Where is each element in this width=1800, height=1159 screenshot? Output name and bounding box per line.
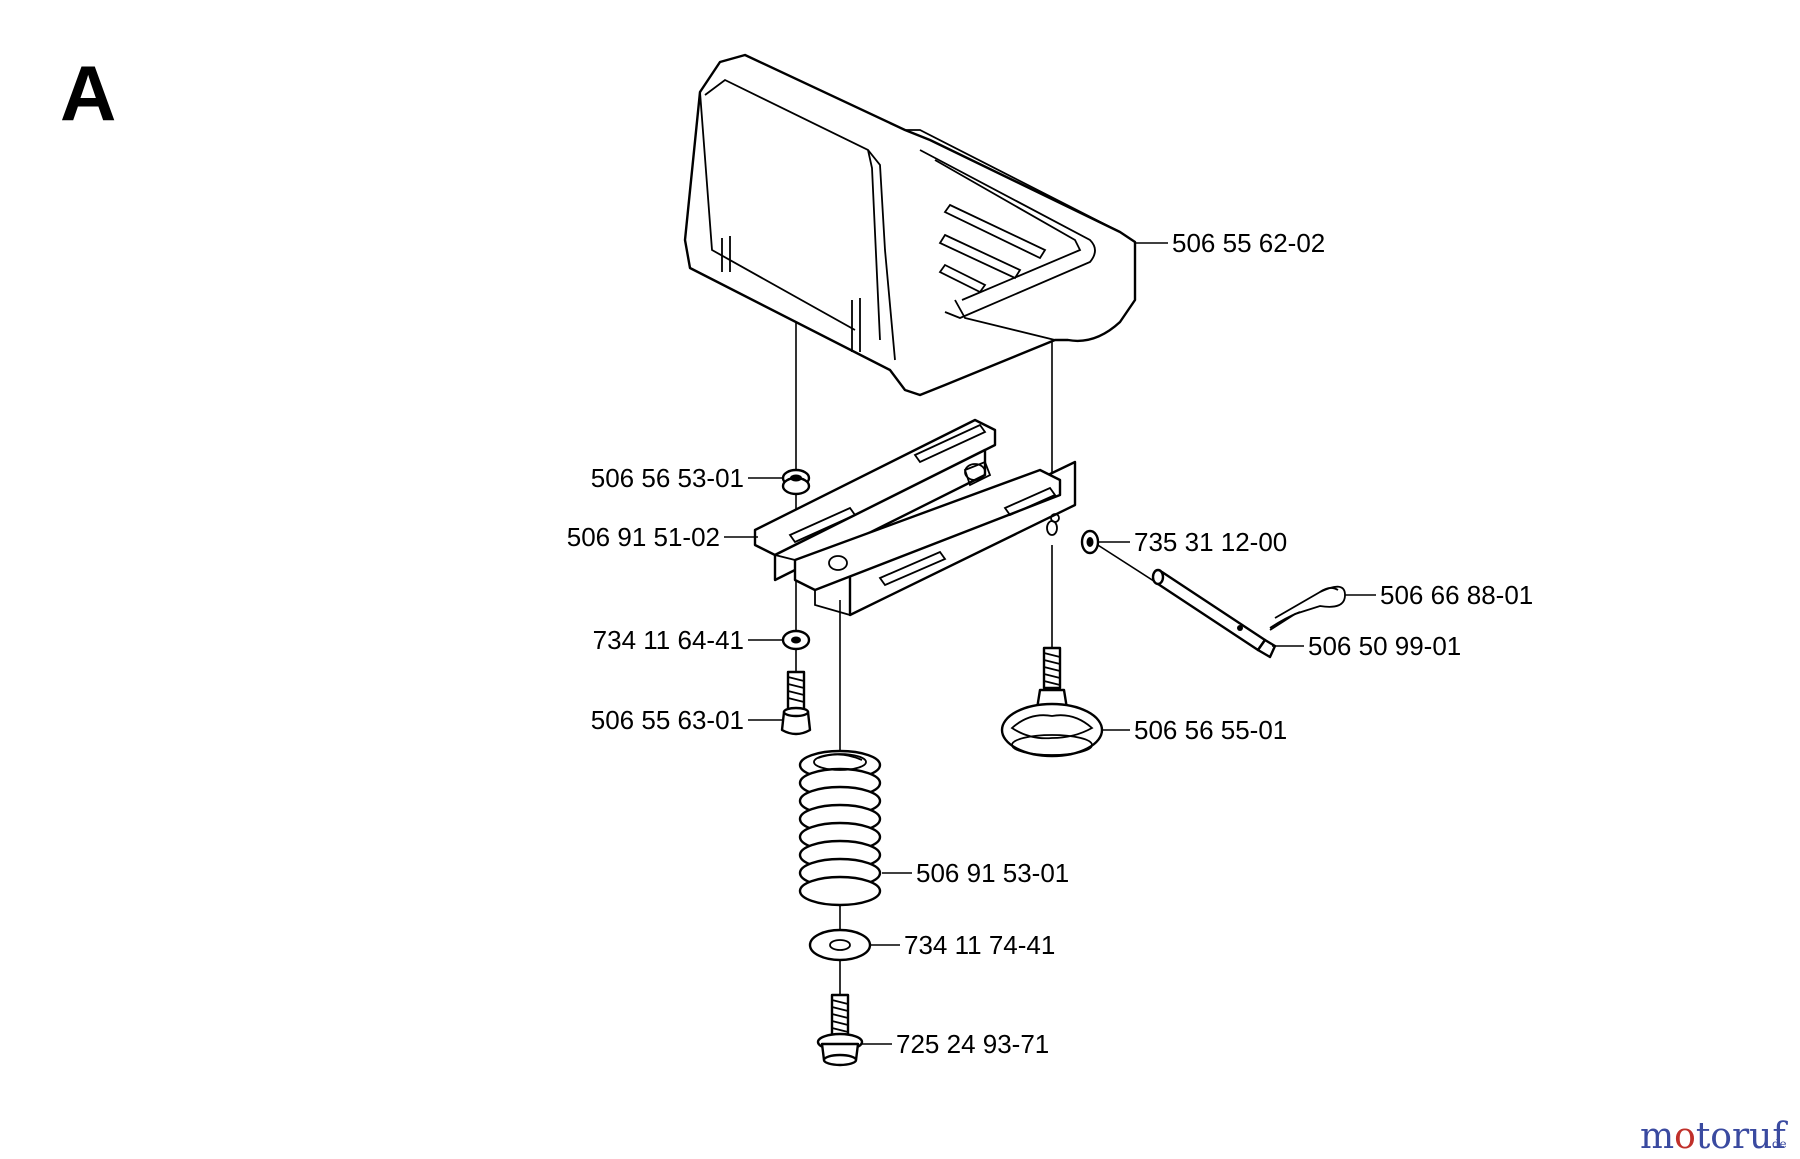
hair-pin-part[interactable] <box>1269 585 1346 631</box>
watermark-logo: motoruf .de <box>1640 1116 1788 1157</box>
label-large-washer: 734 11 74-41 <box>904 930 1055 960</box>
small-screw-part[interactable] <box>780 670 812 736</box>
label-small-washer: 734 11 64-41 <box>593 625 744 655</box>
small-washer-part[interactable] <box>781 629 811 651</box>
axis-line-pin <box>1089 539 1161 586</box>
label-seat: 506 55 62-02 <box>1172 228 1325 258</box>
label-small-screw: 506 55 63-01 <box>591 705 744 735</box>
pivot-pin-part[interactable] <box>1151 568 1277 659</box>
label-seat-bushing: 506 56 53-01 <box>591 463 744 493</box>
seat-bracket-part[interactable] <box>753 418 1077 617</box>
seat-part[interactable] <box>683 53 1137 397</box>
lock-washer-part[interactable] <box>1080 529 1100 555</box>
flange-bolt-part[interactable] <box>816 993 864 1067</box>
label-spring: 506 91 53-01 <box>916 858 1069 888</box>
large-washer-part[interactable] <box>808 928 872 962</box>
label-seat-bracket: 506 91 51-02 <box>567 522 720 552</box>
section-letter: A <box>60 49 116 137</box>
adjust-knob-part[interactable] <box>1000 646 1104 758</box>
label-adjust-knob: 506 56 55-01 <box>1134 715 1287 745</box>
watermark-domain: .de <box>1768 1137 1787 1151</box>
label-lock-washer: 735 31 12-00 <box>1134 527 1287 557</box>
seat-bushing-part[interactable] <box>781 468 811 496</box>
watermark-text: motoruf <box>1640 1116 1788 1157</box>
label-pivot-pin: 506 50 99-01 <box>1308 631 1461 661</box>
label-hair-pin: 506 66 88-01 <box>1380 580 1533 610</box>
label-flange-bolt: 725 24 93-71 <box>896 1029 1049 1059</box>
spring-part[interactable] <box>798 749 882 907</box>
